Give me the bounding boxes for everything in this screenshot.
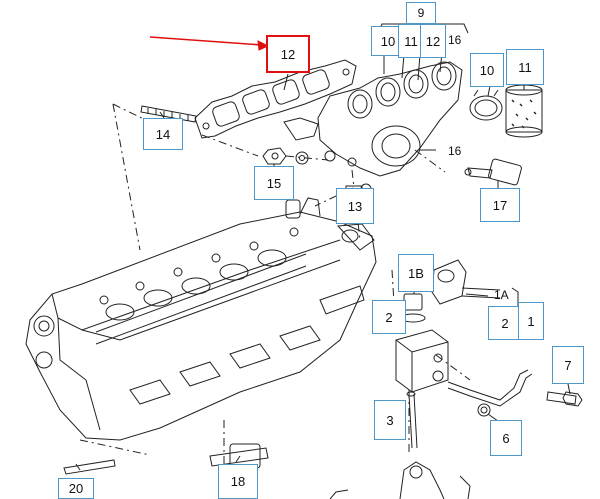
callout-9[interactable]: 9 [406,2,436,24]
callout-17[interactable]: 17 [480,188,520,222]
callout-14[interactable]: 14 [143,118,183,150]
cylinder-head [25,197,377,441]
callout-15[interactable]: 15 [254,166,294,200]
valve-block [395,329,449,393]
callout-11-filter[interactable]: 11 [506,49,544,85]
callout-1[interactable]: 1 [518,302,544,340]
callout-18[interactable]: 18 [218,464,258,499]
lower-parts [329,461,471,499]
hose-clamp [469,89,503,121]
long-bolt [406,391,418,449]
intake-manifold [283,61,463,177]
intake-filter [505,84,543,138]
callout-12-top[interactable]: 12 [420,24,446,58]
callout-12-gasket[interactable]: 12 [266,35,310,73]
sensor [464,158,522,186]
callout-3[interactable]: 3 [374,400,406,440]
callout-6[interactable]: 6 [490,420,522,456]
valve-1a [431,259,501,305]
stud-bolt [140,105,197,123]
callout-11-top[interactable]: 11 [398,24,424,58]
callout-16-top: 16 [448,33,462,47]
oil-pipe [447,369,533,417]
intake-manifold-gasket [194,59,357,139]
callout-1a: 1A [494,288,509,302]
callout-20[interactable]: 20 [58,478,94,499]
callout-16-side: 16 [448,144,462,158]
callout-2-right[interactable]: 2 [488,306,522,340]
callout-13[interactable]: 13 [336,188,374,224]
callout-2-left[interactable]: 2 [372,300,406,334]
pin-20 [63,459,116,475]
callout-7[interactable]: 7 [552,346,584,384]
callout-10-clamp[interactable]: 10 [470,53,504,87]
nut [262,147,287,165]
highlight-arrow [149,36,270,51]
banjo-bolt [546,391,583,407]
callout-1b[interactable]: 1B [398,254,434,292]
leader-lines [75,73,571,471]
